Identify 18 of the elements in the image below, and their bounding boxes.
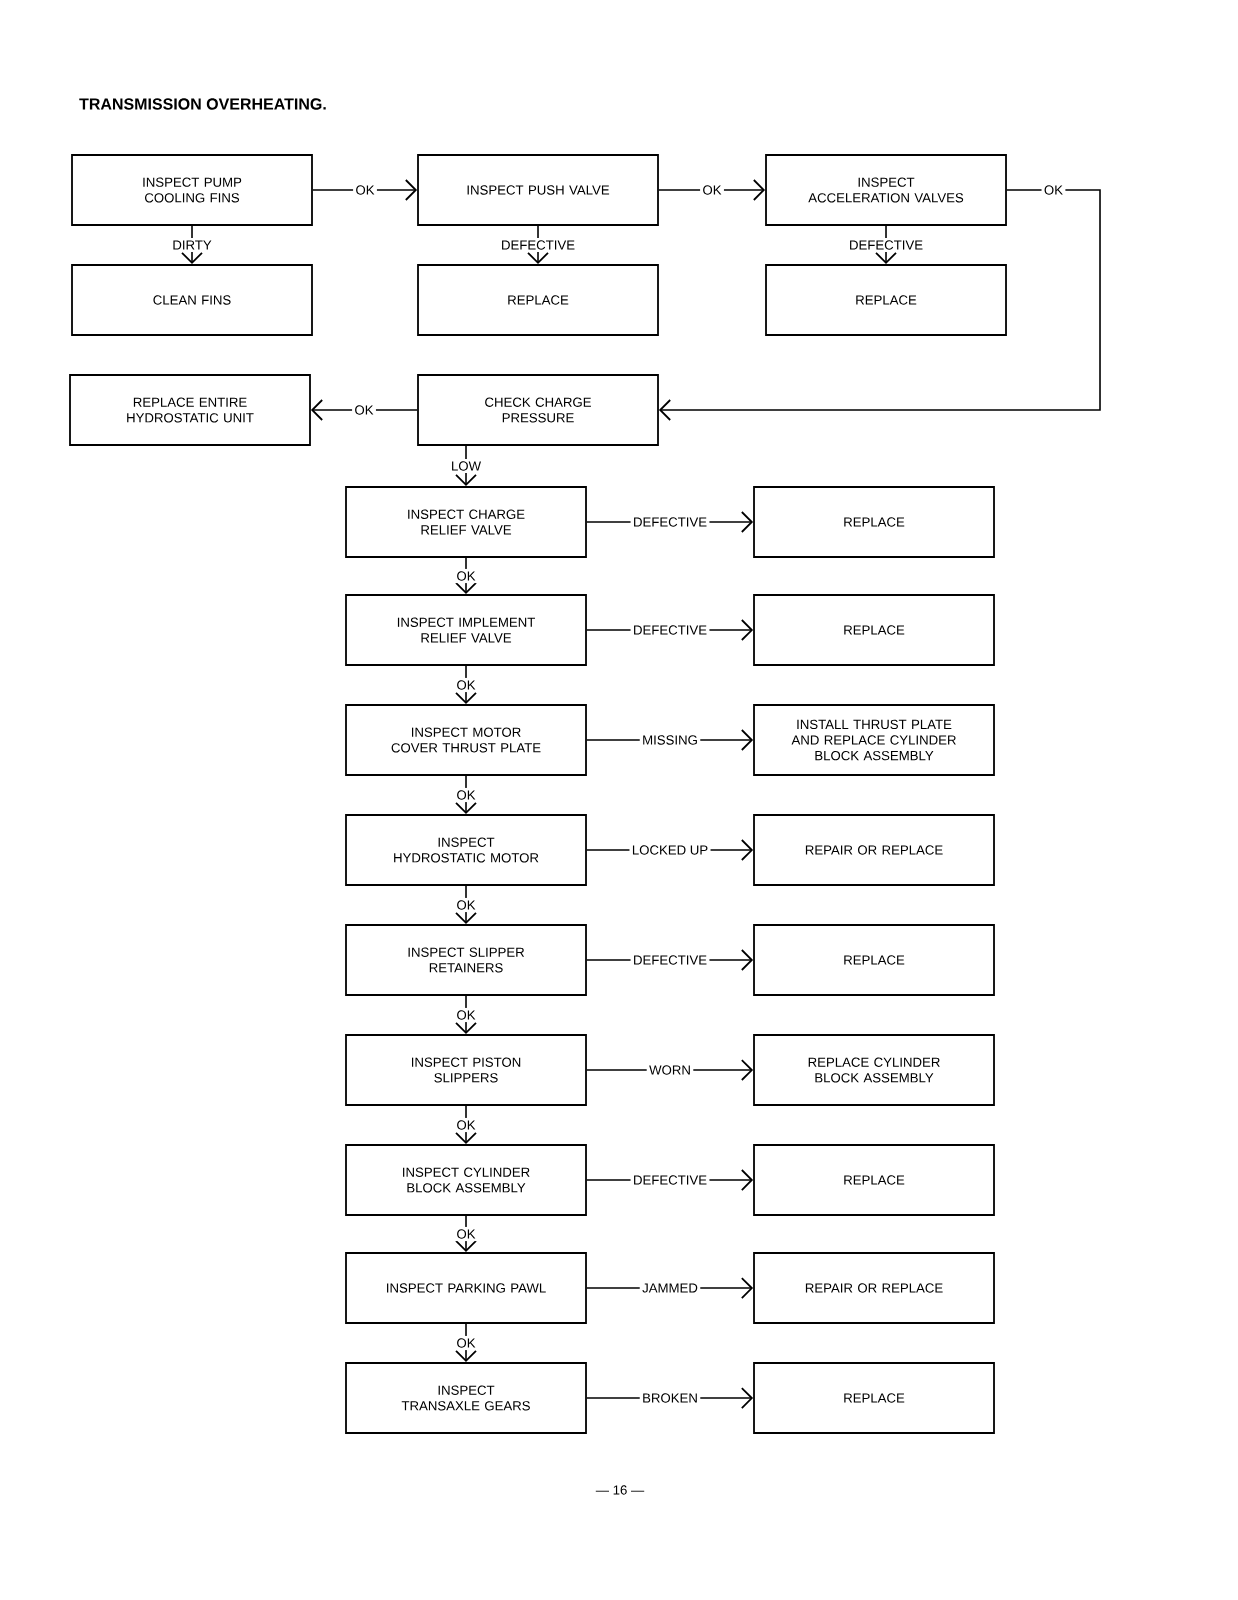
title: TRANSMISSION OVERHEATING. bbox=[79, 98, 326, 110]
arrow bbox=[455, 557, 477, 595]
arrow bbox=[455, 885, 477, 925]
arrow bbox=[455, 995, 477, 1035]
arrow bbox=[658, 189, 1101, 421]
arrow bbox=[455, 1105, 477, 1145]
arrow bbox=[455, 445, 477, 487]
arrow bbox=[310, 399, 418, 421]
arrow bbox=[455, 1215, 477, 1253]
arrow bbox=[312, 179, 418, 201]
arrow bbox=[875, 225, 897, 265]
arrow bbox=[658, 179, 766, 201]
arrow bbox=[586, 1059, 754, 1081]
arrow bbox=[455, 775, 477, 815]
arrow bbox=[455, 665, 477, 705]
arrow bbox=[527, 225, 549, 265]
arrow bbox=[455, 1323, 477, 1363]
arrow bbox=[181, 225, 203, 265]
